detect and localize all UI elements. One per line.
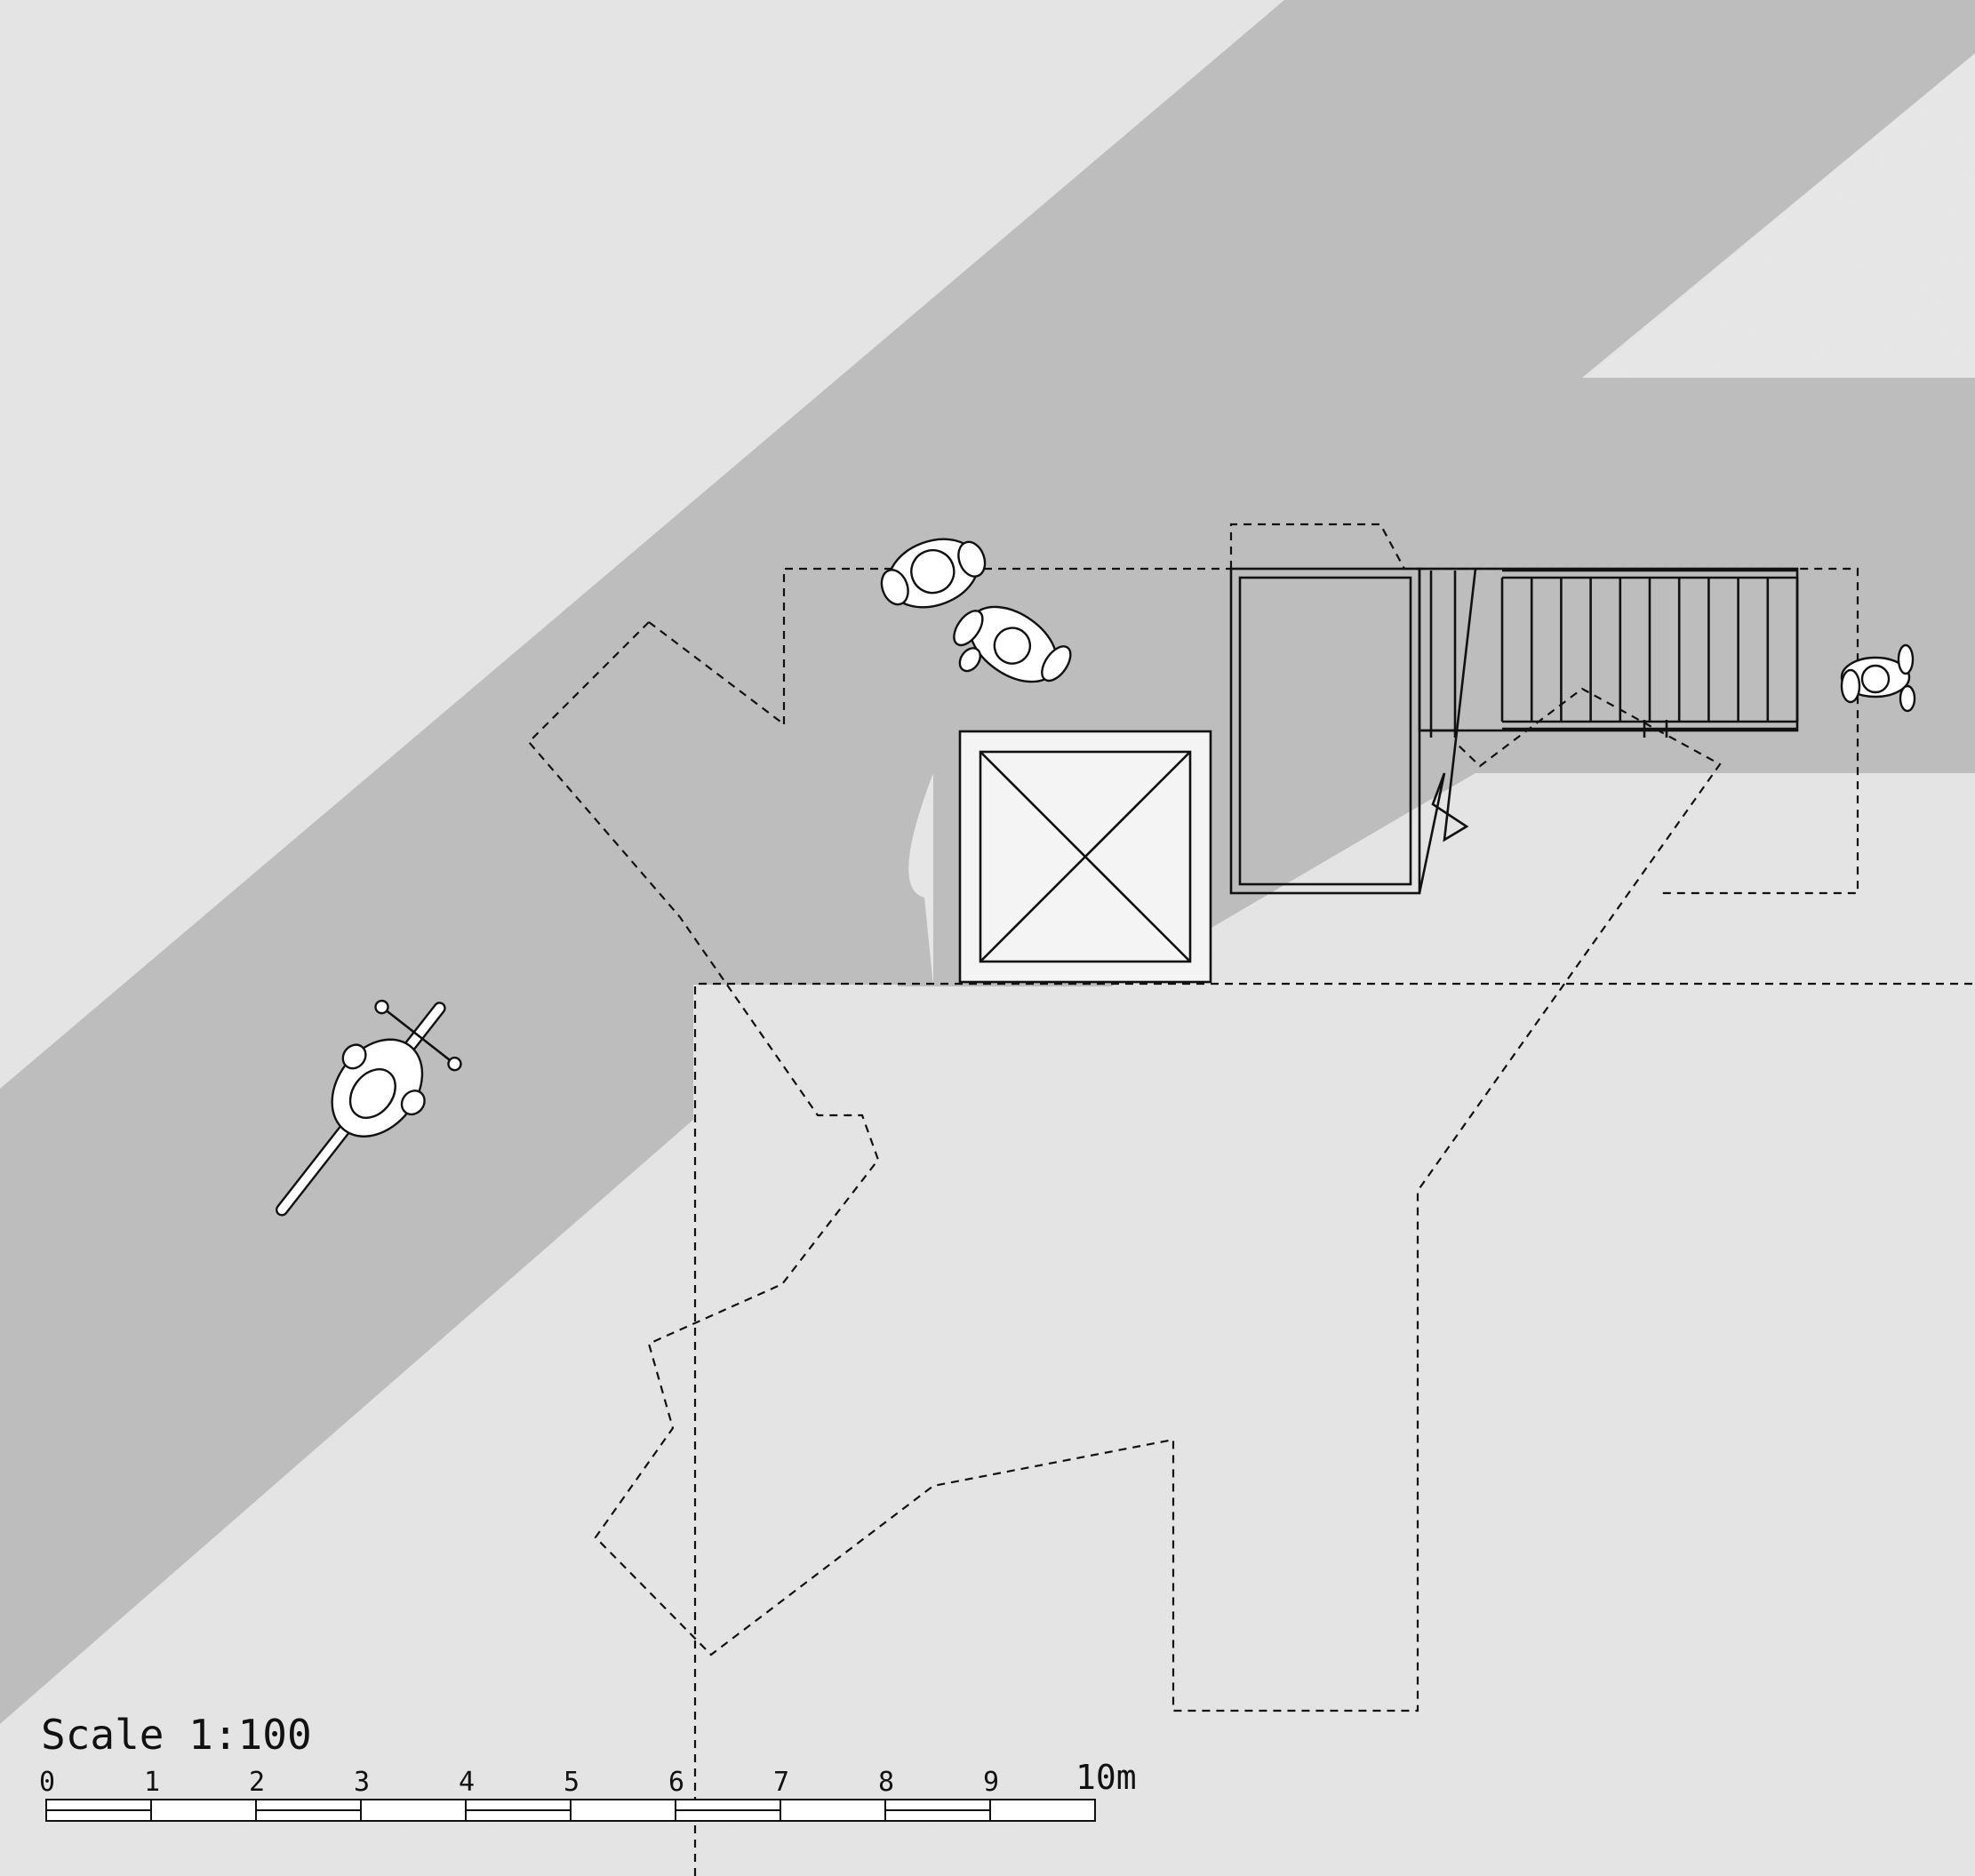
scale-ticks: 0 1 2 3 4 5 6 7 8 9 10m bbox=[39, 1758, 1137, 1798]
pedestrian-icon bbox=[880, 538, 987, 609]
pedestrian-icon bbox=[953, 605, 1072, 683]
scale-title: Scale 1:100 bbox=[41, 1711, 312, 1759]
scale-tick-label: 2 bbox=[249, 1767, 265, 1798]
scale-segment bbox=[570, 1799, 676, 1822]
scale-tick-label: 6 bbox=[668, 1767, 684, 1798]
scale-tick-label: 10m bbox=[1075, 1758, 1137, 1797]
scale-tick-label: 1 bbox=[144, 1767, 160, 1798]
scale-tick-label: 3 bbox=[354, 1767, 370, 1798]
scale-segment bbox=[780, 1799, 886, 1822]
scale-tick-label: 4 bbox=[459, 1767, 475, 1798]
cyclist-icon bbox=[275, 999, 462, 1217]
scale-segment bbox=[989, 1799, 1096, 1822]
scale-tick-label: 5 bbox=[564, 1767, 580, 1798]
scale-segment bbox=[360, 1799, 467, 1822]
pedestrian-icon bbox=[1840, 643, 1916, 713]
scale-segment bbox=[150, 1799, 257, 1822]
scale-bar: Scale 1:100 0 1 2 3 4 5 6 7 8 9 10m bbox=[39, 1711, 1137, 1822]
scale-tick-label: 7 bbox=[773, 1767, 789, 1798]
scale-tick-label: 0 bbox=[39, 1767, 55, 1798]
lift-shaft-icon bbox=[958, 730, 1212, 984]
scale-segments bbox=[45, 1799, 1096, 1822]
scale-tick-label: 8 bbox=[878, 1767, 894, 1798]
stair-icon bbox=[1418, 567, 1799, 894]
scale-tick-label: 9 bbox=[983, 1767, 999, 1798]
